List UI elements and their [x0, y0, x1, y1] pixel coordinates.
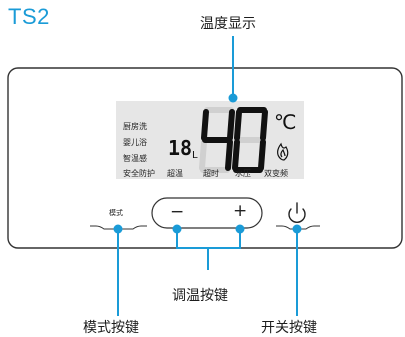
- power-key-callout: 开关按键: [261, 320, 317, 336]
- celsius-symbol: ℃: [274, 110, 297, 134]
- flow-rate-unit: L: [192, 150, 198, 161]
- lcd-label-baby-bath: 婴儿浴: [123, 138, 147, 147]
- lcd-label-water-pressure: 水压: [235, 169, 251, 178]
- minus-callout-dot: [172, 224, 182, 234]
- lcd-label-smart-temp: 智温感: [123, 154, 147, 163]
- power-key-callout-dot: [292, 224, 302, 234]
- big-digits: [201, 107, 268, 173]
- lcd-label-safety: 安全防护: [123, 169, 155, 178]
- lcd-label-over-temp: 超温: [167, 169, 183, 178]
- flow-rate-digits: 18: [168, 136, 193, 160]
- minus-button[interactable]: −: [170, 202, 185, 222]
- model-title: TS2: [8, 4, 50, 29]
- flame-icon: [277, 142, 289, 161]
- lcd-label-over-time: 超时: [203, 169, 219, 178]
- lcd-label-dual-inverter: 双变频: [264, 169, 288, 178]
- power-icon[interactable]: [288, 202, 306, 223]
- mode-key-callout: 模式按键: [83, 320, 139, 336]
- lcd-label-kitchen: 厨房洗: [123, 122, 147, 131]
- temp-adjust-callout: 调温按键: [172, 288, 228, 304]
- mode-button-label[interactable]: 模式: [109, 209, 123, 217]
- mode-key-callout-dot: [113, 224, 123, 234]
- plus-callout-dot: [235, 224, 245, 234]
- temperature-display-callout: 温度显示: [200, 16, 256, 32]
- plus-button[interactable]: +: [233, 201, 248, 221]
- temp-adjust-pill[interactable]: [151, 197, 263, 229]
- temp-adjust-bracket: [176, 229, 241, 270]
- temp-display-callout-dot: [228, 93, 238, 103]
